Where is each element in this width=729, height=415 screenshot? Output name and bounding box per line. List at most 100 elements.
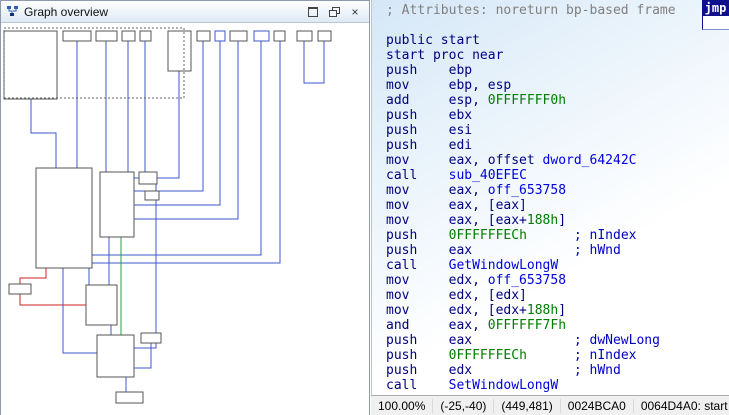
graph-edge: [92, 41, 281, 264]
asm-line[interactable]: push esi: [386, 123, 729, 138]
jmp-node-body: [702, 16, 729, 30]
asm-token: push ebx: [386, 108, 473, 123]
asm-token: push edi: [386, 138, 473, 153]
asm-line[interactable]: push eax ; dwNewLong: [386, 333, 729, 348]
graph-block: [85, 284, 118, 326]
status-location: 0064D4A0: start: [640, 398, 728, 413]
graph-block: [35, 167, 93, 269]
asm-token: [527, 228, 574, 243]
asm-token: [527, 348, 574, 363]
asm-token: 0FFFFFFECh: [448, 348, 527, 363]
asm-line[interactable]: mov eax, off_653758: [386, 183, 729, 198]
graph-block: [296, 30, 313, 42]
graph-block: [140, 332, 162, 344]
asm-token: and eax,: [386, 318, 488, 333]
graph-edge: [19, 294, 86, 306]
graph-minimap: [3, 27, 332, 404]
status-size: (449,481): [494, 398, 561, 413]
asm-token: SetWindowLongW: [448, 378, 559, 393]
asm-token: call: [386, 258, 449, 273]
graph-edge: [30, 99, 57, 168]
disassembly-panel[interactable]: ; Attributes: noreturn bp-based frame pu…: [371, 0, 729, 395]
asm-line[interactable]: mov eax, [eax+188h]: [386, 213, 729, 228]
asm-token: 0FFFFFFECh: [448, 228, 527, 243]
asm-line[interactable]: push ebx: [386, 108, 729, 123]
asm-line[interactable]: push edx ; hWnd: [386, 363, 729, 378]
graph-edge: [134, 41, 239, 220]
asm-line[interactable]: push eax ; hWnd: [386, 243, 729, 258]
asm-token: off_653758: [487, 273, 567, 288]
disassembly-listing: ; Attributes: noreturn bp-based frame pu…: [372, 0, 729, 393]
asm-line[interactable]: push edi: [386, 138, 729, 153]
asm-line[interactable]: mov edx, off_653758: [386, 273, 729, 288]
asm-token: push edx: [386, 363, 574, 378]
status-zoom: 100.00%: [371, 398, 434, 413]
asm-token: mov eax,: [386, 183, 488, 198]
asm-token: ; dwNewLong: [573, 333, 660, 348]
asm-token: call: [386, 168, 449, 183]
graph-edge: [303, 41, 325, 84]
close-button[interactable]: ×: [346, 4, 364, 19]
asm-line[interactable]: and eax, 0FFFFFF7Fh: [386, 318, 729, 333]
graph-block: [8, 283, 32, 295]
asm-token: add esp,: [386, 93, 488, 108]
asm-token: mov edx,: [386, 273, 488, 288]
float-icon: [329, 7, 340, 17]
asm-line[interactable]: mov edx, [edx+188h]: [386, 303, 729, 318]
graph-edge: [134, 184, 157, 349]
jmp-node-title: jmp: [702, 0, 729, 16]
asm-line[interactable]: add esp, 0FFFFFFF0h: [386, 93, 729, 108]
graph-edge: [62, 268, 97, 354]
asm-line[interactable]: mov edx, [edx]: [386, 288, 729, 303]
graph-block: [229, 30, 248, 42]
asm-token: dword_64242C: [542, 153, 637, 168]
asm-token: ; nIndex: [573, 228, 637, 243]
asm-token: mov ebp, esp: [386, 78, 512, 93]
asm-line[interactable]: [386, 18, 729, 33]
asm-line[interactable]: mov eax, offset dword_64242C: [386, 153, 729, 168]
asm-token: mov eax, [eax+: [386, 213, 527, 228]
asm-line[interactable]: ; Attributes: noreturn bp-based frame: [386, 3, 729, 18]
asm-token: sub_40EFEC: [448, 168, 527, 183]
asm-line[interactable]: public start: [386, 33, 729, 48]
graph-block: [62, 30, 92, 42]
asm-line[interactable]: start proc near: [386, 48, 729, 63]
asm-line[interactable]: push 0FFFFFFECh ; nIndex: [386, 348, 729, 363]
asm-token: start proc near: [386, 48, 504, 63]
asm-line[interactable]: mov ebp, esp: [386, 78, 729, 93]
asm-line[interactable]: call SetWindowLongW: [386, 378, 729, 393]
graph-edge: [92, 41, 262, 256]
graph-edge: [19, 268, 47, 284]
graph-block: [167, 30, 192, 72]
graph-block: [121, 30, 136, 42]
asm-token: push esi: [386, 123, 473, 138]
graph-block: [95, 30, 118, 42]
graph-block: [273, 30, 286, 42]
graph-block: [3, 30, 58, 100]
asm-line[interactable]: call GetWindowLongW: [386, 258, 729, 273]
asm-token: ]: [558, 303, 567, 318]
close-icon: ×: [351, 4, 359, 19]
asm-line[interactable]: call sub_40EFEC: [386, 168, 729, 183]
graph-block: [96, 334, 135, 378]
asm-line[interactable]: push 0FFFFFFECh ; nIndex: [386, 228, 729, 243]
caption-buttons: ×: [304, 4, 364, 19]
asm-token: ]: [558, 213, 567, 228]
graph-block: [138, 171, 158, 185]
graph-edge: [134, 71, 180, 179]
asm-token: mov eax, [eax]: [386, 198, 527, 213]
asm-token: 188h: [526, 303, 559, 318]
maximize-button[interactable]: [304, 4, 322, 19]
asm-line[interactable]: push ebp: [386, 63, 729, 78]
graph-block: [139, 30, 152, 42]
asm-token: 0FFFFFF7Fh: [487, 318, 567, 333]
graph-overview-titlebar[interactable]: Graph overview ×: [1, 1, 369, 23]
graph-block: [253, 30, 270, 42]
jmp-node[interactable]: jmp: [702, 0, 729, 30]
graph-overview-canvas[interactable]: [1, 23, 369, 415]
asm-token: ; Attributes: noreturn bp-based frame: [386, 3, 676, 18]
float-button[interactable]: [325, 4, 343, 19]
viewport-rect[interactable]: [3, 27, 185, 99]
asm-line[interactable]: mov eax, [eax]: [386, 198, 729, 213]
graph-block: [99, 171, 135, 238]
